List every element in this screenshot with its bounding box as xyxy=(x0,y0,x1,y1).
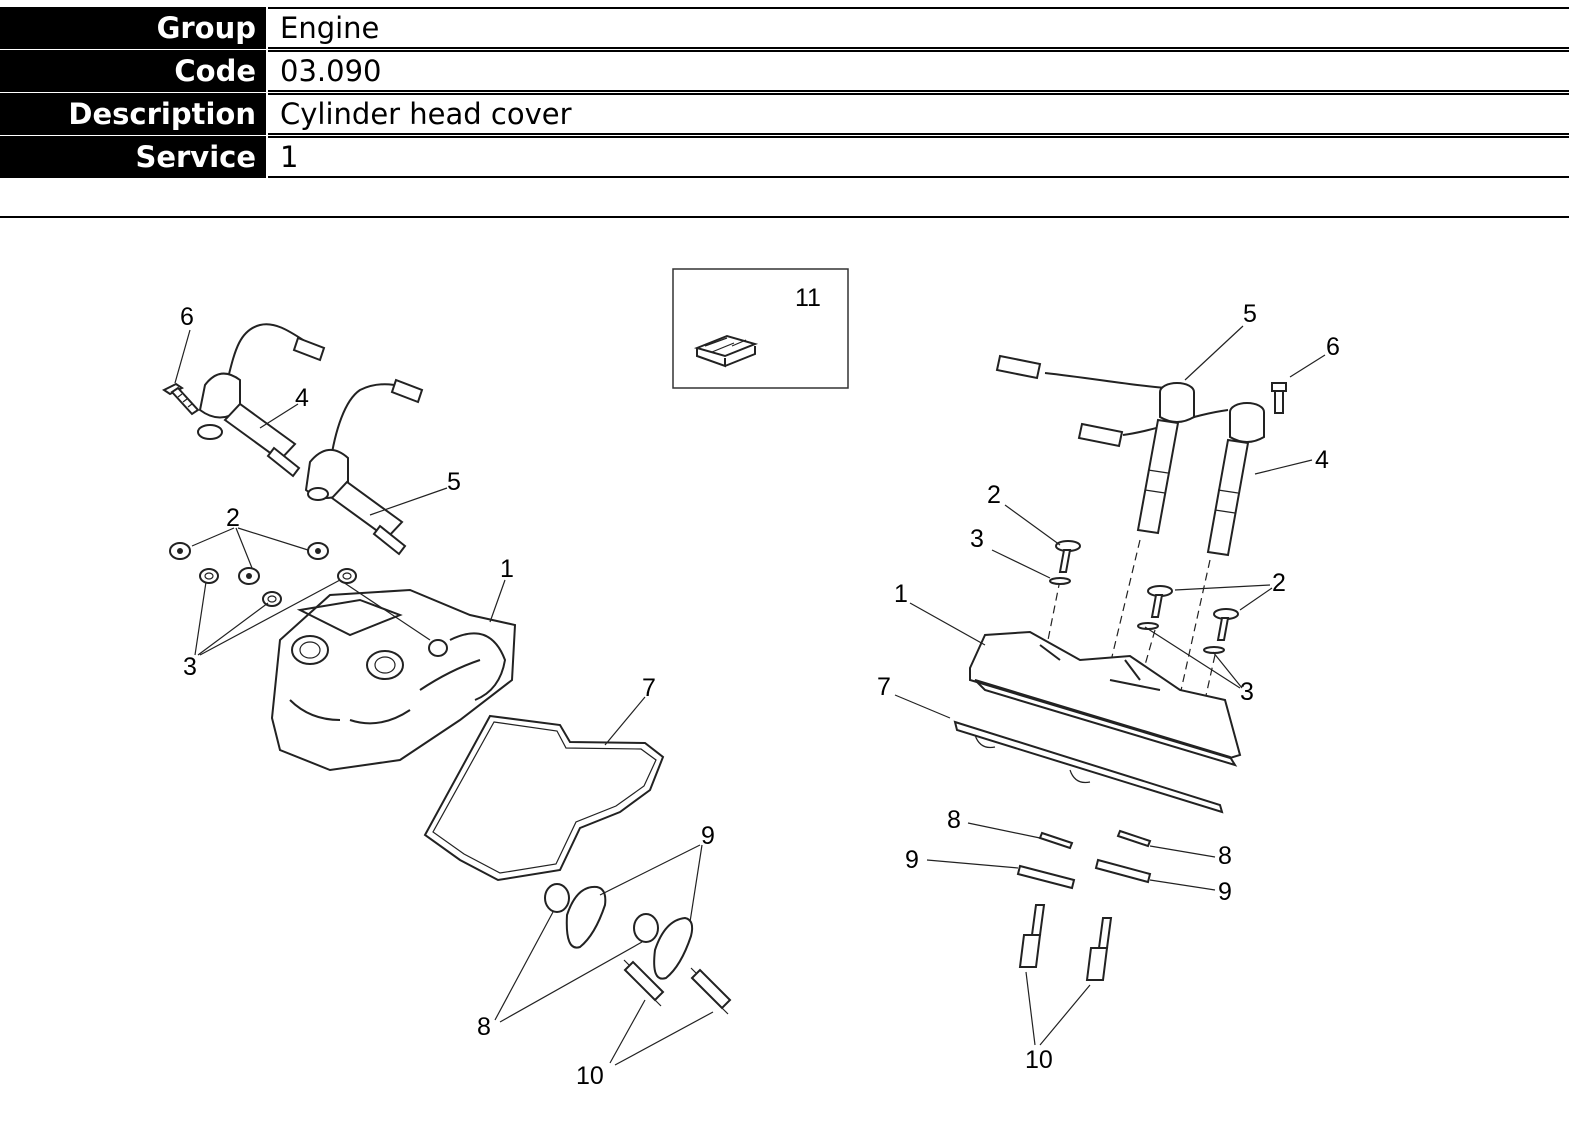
cylinder-head-cover-left xyxy=(270,588,517,772)
ignition-coil-4-left xyxy=(197,323,326,478)
screws-2-right xyxy=(1055,540,1239,641)
callout-7-right: 7 xyxy=(877,673,891,701)
callout-1-right: 1 xyxy=(894,580,908,608)
left-assembly: 6 4 5 2 3 1 7 9 8 10 xyxy=(162,303,732,1090)
code-value: 03.090 xyxy=(268,50,1569,92)
callout-5-left: 5 xyxy=(447,468,461,496)
description-label: Description xyxy=(0,93,266,135)
callout-2-right-a: 2 xyxy=(987,481,1001,509)
callout-10-right: 10 xyxy=(1025,1046,1053,1074)
bolt-6-right xyxy=(1271,382,1287,414)
callout-8-right-b: 8 xyxy=(1218,842,1232,870)
spark-plugs-10-left xyxy=(623,959,732,1015)
callout-5-right: 5 xyxy=(1243,300,1257,328)
header-separator xyxy=(0,216,1569,218)
callout-8-left: 8 xyxy=(477,1013,491,1041)
callout-2-left: 2 xyxy=(226,504,240,532)
gasket-7-right xyxy=(953,720,1224,814)
callout-9-left: 9 xyxy=(701,822,715,850)
group-value: Engine xyxy=(268,7,1569,49)
service-label: Service xyxy=(0,136,266,178)
callout-11: 11 xyxy=(795,284,821,312)
right-assembly: 5 6 4 2 3 1 2 3 7 8 8 9 9 10 xyxy=(877,300,1340,1074)
leader-lines-left xyxy=(174,329,714,1066)
inset-part-11: 11 xyxy=(672,268,849,389)
ignition-coil-5-left xyxy=(304,378,424,556)
callout-3-right-a: 3 xyxy=(970,525,984,553)
bolt-6-left xyxy=(162,382,200,416)
callout-10-left: 10 xyxy=(576,1062,604,1090)
callout-6-right: 6 xyxy=(1326,333,1340,361)
cylinder-head-cover-right xyxy=(969,630,1242,767)
callout-9-right-b: 9 xyxy=(1218,878,1232,906)
callout-3-right-b: 3 xyxy=(1240,678,1254,706)
group-label: Group xyxy=(0,7,266,49)
washers-3-left xyxy=(199,568,357,607)
spark-plugs-10-right xyxy=(1018,904,1113,981)
callout-2-right-b: 2 xyxy=(1272,569,1286,597)
callout-1-left: 1 xyxy=(500,555,514,583)
seals-8-right xyxy=(1038,829,1152,850)
callout-3-left: 3 xyxy=(183,653,197,681)
assembly-dash-lines xyxy=(1047,539,1216,701)
callout-9-right-a: 9 xyxy=(905,846,919,874)
seals-9-left xyxy=(565,885,694,980)
info-row-description: Description Cylinder head cover xyxy=(0,93,1569,135)
clip-kit-icon xyxy=(693,334,759,368)
leader-lines-right xyxy=(894,325,1326,1046)
info-row-group: Group Engine xyxy=(0,7,1569,49)
callout-4-right: 4 xyxy=(1315,446,1329,474)
callout-7-left: 7 xyxy=(642,674,656,702)
info-row-code: Code 03.090 xyxy=(0,50,1569,92)
callout-6-left: 6 xyxy=(180,303,194,331)
description-value: Cylinder head cover xyxy=(268,93,1569,135)
ignition-coils-right xyxy=(995,354,1265,557)
seals-9-right xyxy=(1016,858,1152,890)
service-value: 1 xyxy=(268,136,1569,178)
o-rings-8-left xyxy=(544,883,659,943)
info-row-service: Service 1 xyxy=(0,136,1569,178)
code-label: Code xyxy=(0,50,266,92)
screws-2-left xyxy=(169,542,329,585)
callout-4-left: 4 xyxy=(295,384,309,412)
callout-8-right-a: 8 xyxy=(947,806,961,834)
gasket-7-left xyxy=(423,714,665,882)
